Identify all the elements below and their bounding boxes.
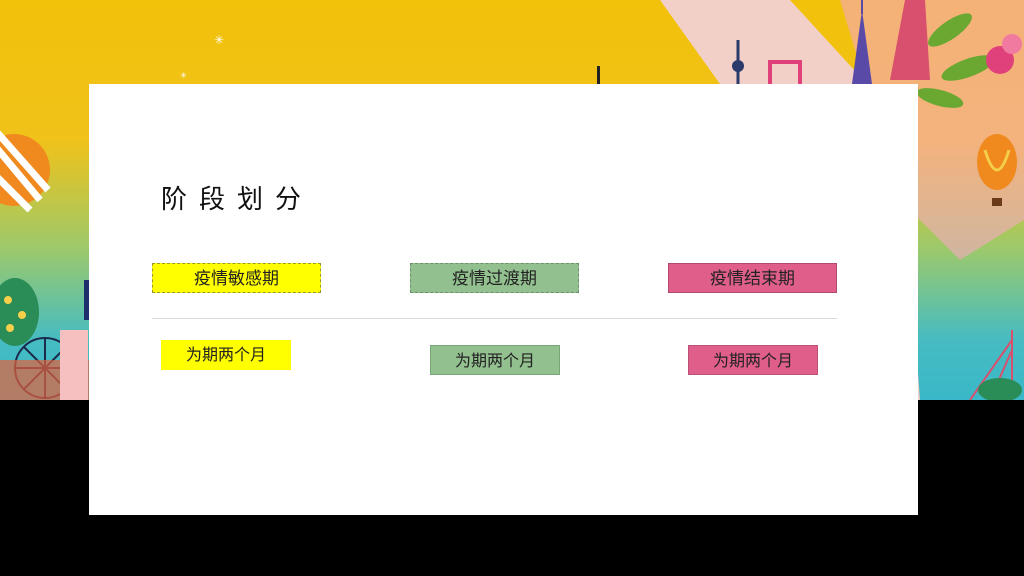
svg-text:✳: ✳ (180, 71, 187, 80)
duration-box-end[interactable]: 为期两个月 (688, 345, 818, 375)
phase-box-sensitive[interactable]: 疫情敏感期 (152, 263, 321, 293)
phase-box-end[interactable]: 疫情结束期 (668, 263, 837, 293)
striped-balloon-icon (0, 130, 50, 210)
slide-title: 阶段划分 (161, 179, 313, 216)
duration-box-sensitive[interactable]: 为期两个月 (161, 340, 291, 370)
dotted-tree-icon (0, 278, 39, 346)
divider-line (152, 318, 837, 319)
svg-text:✳: ✳ (214, 33, 224, 47)
phase-box-transition[interactable]: 疫情过渡期 (410, 263, 579, 293)
duration-box-transition[interactable]: 为期两个月 (430, 345, 560, 375)
slide-card: 阶段划分 疫情敏感期 疫情过渡期 疫情结束期 为期两个月 为期两个月 为期两个月 (89, 84, 918, 515)
